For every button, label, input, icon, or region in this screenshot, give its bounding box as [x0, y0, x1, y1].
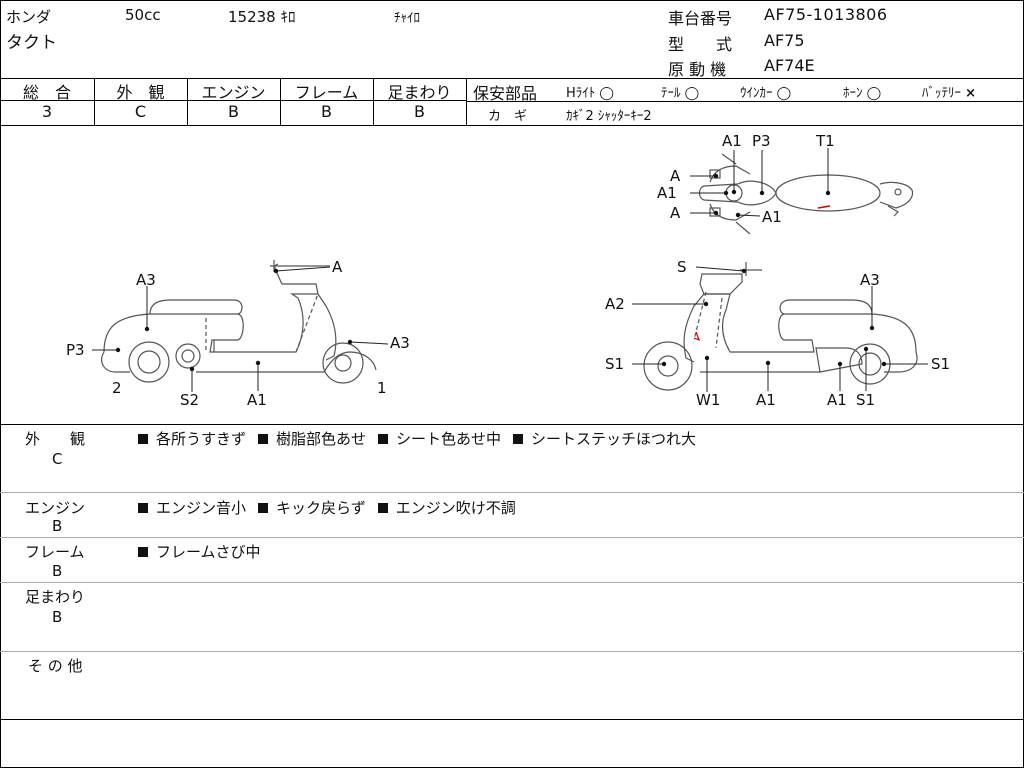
bullet-icon — [378, 434, 389, 444]
bullet-icon — [513, 434, 524, 444]
remark-category-other: そ の 他 — [28, 657, 83, 675]
scooter-top-view — [698, 153, 914, 235]
model-name: タクト — [6, 33, 57, 53]
label-right-w1: W1 — [696, 391, 720, 409]
divider — [94, 78, 95, 125]
engine-label: 原 動 機 — [668, 60, 727, 79]
label-top-a1-left: A1 — [657, 184, 677, 202]
safety-item-headlight: Hﾗｲﾄ ◯ — [566, 86, 614, 101]
remark-category-frame: フレーム — [25, 543, 85, 561]
grade-value-engine: B — [228, 102, 239, 121]
label-top-a1: A1 — [722, 132, 742, 150]
label-right-a1-rear: A1 — [827, 391, 847, 409]
remark-grade-frame: B — [52, 562, 63, 580]
safety-item-tail: ﾃｰﾙ ◯ — [661, 86, 700, 101]
bullet-icon — [138, 547, 148, 557]
type-value: AF75 — [764, 31, 805, 50]
label-right-s1-front: S1 — [605, 355, 624, 373]
grade-value-overall: 3 — [41, 102, 53, 121]
remark-grade-engine: B — [52, 517, 63, 535]
grade-label-frame: フレーム — [294, 83, 359, 102]
divider — [466, 101, 1024, 102]
scooter-right-view — [643, 262, 918, 391]
label-left-a1: A1 — [247, 391, 267, 409]
divider — [0, 537, 1024, 538]
label-top-p3: P3 — [752, 132, 771, 150]
label-right-a1: A1 — [756, 391, 776, 409]
label-right-s: S — [677, 258, 687, 276]
safety-label: 保安部品 — [473, 84, 538, 103]
label-left-1: 1 — [377, 379, 387, 397]
bullet-icon — [377, 503, 388, 513]
divider — [0, 125, 1024, 126]
label-top-a-upper: A — [670, 167, 681, 185]
label-left-2: 2 — [112, 379, 122, 397]
remark-grade-suspension: B — [52, 608, 63, 626]
remark-category-suspension: 足まわり — [25, 588, 86, 606]
label-right-s1-rear: S1 — [856, 391, 875, 409]
color: ﾁｬｲﾛ — [394, 11, 420, 26]
label-right-s1-tail: S1 — [931, 355, 950, 373]
label-left-a3-front: A3 — [390, 334, 410, 352]
label-left-a3: A3 — [136, 271, 156, 289]
divider — [373, 78, 374, 125]
grade-value-frame: B — [321, 102, 332, 121]
winker-mark: ◯ — [776, 86, 792, 101]
divider — [280, 78, 281, 125]
damage-markers — [115, 173, 887, 372]
tail-mark: ◯ — [684, 86, 700, 101]
divider — [0, 424, 1024, 425]
mileage: 15238 ｷﾛ — [228, 8, 296, 26]
bullet-icon — [258, 434, 269, 444]
type-label: 型 式 — [668, 35, 733, 54]
label-left-a: A — [332, 258, 343, 276]
safety-item-winker: ｳｲﾝｶｰ ◯ — [740, 86, 792, 101]
divider — [0, 78, 1024, 79]
bullet-icon — [138, 503, 148, 513]
grade-label-overall: 総 合 — [22, 83, 71, 102]
damage-diagram: A3 A P3 A3 2 S2 A1 1 S A3 A2 S1 W1 A1 A1… — [66, 132, 950, 409]
maker: ホンダ — [6, 8, 52, 26]
engine-value: AF74E — [764, 56, 815, 75]
key-label: カ ギ — [488, 109, 528, 124]
divider — [187, 78, 188, 125]
headlight-mark: ◯ — [599, 86, 614, 101]
horn-mark: ◯ — [866, 86, 882, 101]
grade-value-suspension: B — [414, 102, 425, 121]
key-value: ｶｷﾞ2 ｼｬｯﾀｰｷｰ2 — [566, 109, 652, 124]
bullet-icon — [138, 434, 148, 444]
divider — [466, 78, 467, 125]
grade-value-exterior: C — [134, 102, 147, 121]
grade-label-exterior: 外 観 — [116, 83, 165, 102]
grade-label-suspension: 足まわり — [387, 83, 452, 102]
bullet-icon — [258, 503, 269, 513]
remark-category-exterior: 外 観 — [25, 430, 86, 448]
safety-item-battery: ﾊﾞｯﾃﾘｰ × — [922, 86, 977, 101]
remark-grade-exterior: C — [52, 450, 63, 468]
divider — [0, 100, 466, 101]
displacement: 50cc — [125, 6, 161, 24]
label-top-a-lower: A — [670, 204, 681, 222]
label-top-t1: T1 — [815, 132, 835, 150]
label-right-a2: A2 — [605, 295, 625, 313]
safety-item-horn: ﾎｰﾝ ◯ — [843, 86, 882, 101]
divider — [0, 492, 1024, 493]
label-left-s2: S2 — [180, 391, 199, 409]
label-top-a1-lower: A1 — [762, 208, 782, 226]
grade-label-engine: エンジン — [201, 83, 266, 102]
frame-number-label: 車台番号 — [668, 9, 733, 28]
scooter-left-view — [101, 260, 377, 384]
remark-items-exterior: 各所うすきず樹脂部色あせシート色あせ中シートステッチほつれ大 — [138, 428, 708, 449]
divider — [0, 582, 1024, 583]
battery-mark: × — [965, 86, 977, 101]
divider — [0, 651, 1024, 652]
label-left-p3: P3 — [66, 341, 85, 359]
frame-number: AF75-1013806 — [764, 5, 888, 24]
remark-category-engine: エンジン — [25, 499, 86, 517]
remark-items-engine: エンジン音小キック戻らずエンジン吹け不調 — [138, 497, 528, 518]
remark-items-frame: フレームさび中 — [138, 541, 273, 562]
divider — [0, 719, 1024, 720]
label-right-a3: A3 — [860, 271, 880, 289]
